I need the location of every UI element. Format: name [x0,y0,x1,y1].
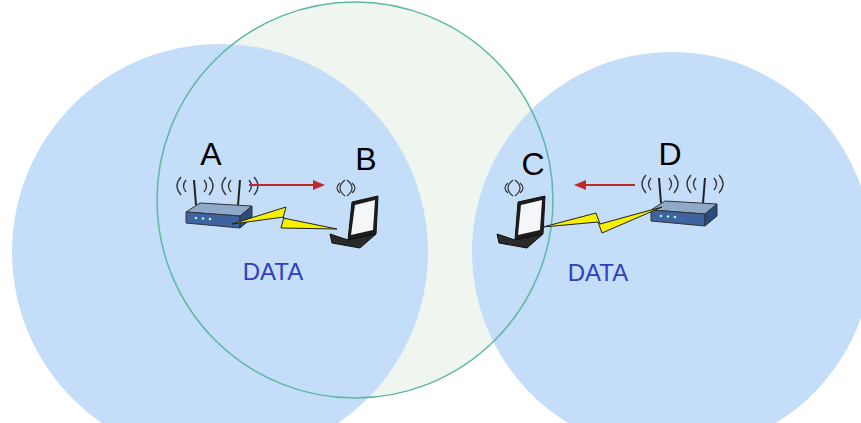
device-node: C [495,146,571,249]
laptop-icon [330,180,378,248]
wireless-link [543,207,662,233]
device-letter: B [328,141,404,177]
coverage-circle [12,44,428,423]
device-letter: C [495,146,571,182]
edge-label: DATA [568,259,628,287]
device-letter: D [638,136,702,172]
data-arrow [574,180,635,190]
laptop-icon [497,180,545,248]
device-node: B [328,141,404,249]
wireless-link [232,207,337,229]
device-node: A [176,136,246,240]
coverage-outline [157,2,553,398]
edge-label: DATA [243,258,303,286]
router-icon [642,175,723,226]
device-letter: A [176,136,246,172]
device-node: D [638,136,702,232]
data-arrow [249,180,325,190]
